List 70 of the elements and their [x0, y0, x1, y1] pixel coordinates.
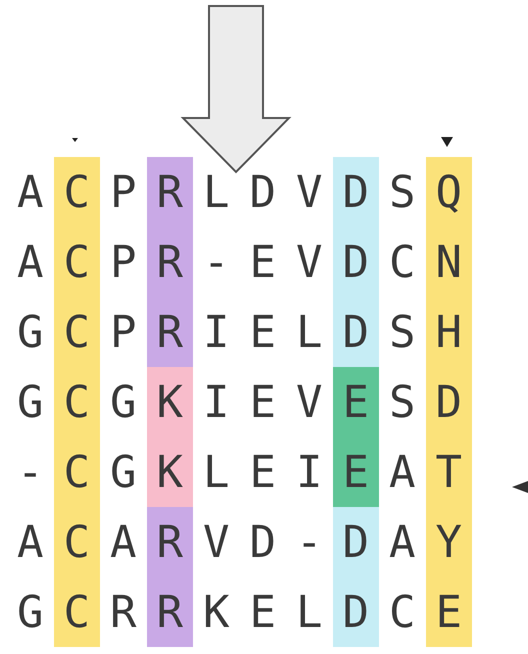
residue-letter: I [202, 306, 230, 360]
residue-letter: - [295, 516, 324, 570]
residue-letter: C [54, 227, 100, 297]
residue-letter: D [332, 157, 379, 227]
residue-letter: E [248, 306, 277, 360]
residue-letter: V [295, 236, 324, 290]
residue-letter: A [388, 446, 416, 500]
residue-letter: A [16, 516, 44, 570]
residue-letter: R [109, 586, 138, 640]
residue-letter: E [248, 376, 277, 430]
residue-letter: D [248, 166, 277, 220]
residue-letter: Y [426, 507, 472, 577]
residue-letter: N [426, 227, 472, 297]
residue-letter: A [16, 166, 44, 220]
residue-letter: V [202, 516, 230, 570]
residue-letter: H [426, 297, 472, 367]
residue-letter: A [109, 516, 138, 570]
residue-letter: K [146, 367, 193, 437]
residue-letter: C [54, 367, 100, 437]
residue-letter: V [295, 166, 324, 220]
residue-letter: G [16, 376, 44, 430]
residue-letter: C [388, 586, 416, 640]
residue-letter: E [248, 586, 277, 640]
residue-letter: C [54, 577, 100, 647]
residue-letter: R [146, 157, 193, 227]
residue-letter: C [54, 297, 100, 367]
residue-letter: - [202, 236, 230, 290]
residue-letter: P [109, 236, 138, 290]
residue-letter: C [54, 507, 100, 577]
residue-letter: L [295, 306, 324, 360]
residue-letter: S [388, 306, 416, 360]
residue-letter: K [202, 586, 230, 640]
residue-letter: G [109, 446, 138, 500]
residue-letter: V [295, 376, 324, 430]
residue-letter: D [332, 577, 379, 647]
residue-letter: S [388, 166, 416, 220]
residue-letter: E [248, 446, 277, 500]
residue-letter: S [388, 376, 416, 430]
residue-letter: I [295, 446, 324, 500]
residue-letter: E [332, 367, 379, 437]
residue-letter: R [146, 227, 193, 297]
residue-letter: R [146, 297, 193, 367]
residue-letter: Q [426, 157, 472, 227]
residue-letter: C [54, 157, 100, 227]
residue-letter: R [146, 507, 193, 577]
residue-letter: D [426, 367, 472, 437]
residue-letter: T [426, 437, 472, 507]
residue-letter: K [146, 437, 193, 507]
residue-letter: L [202, 166, 230, 220]
residue-letter: P [109, 306, 138, 360]
residue-letter: E [426, 577, 472, 647]
residue-letter: C [388, 236, 416, 290]
residue-letter: D [332, 507, 379, 577]
residue-letter: L [202, 446, 230, 500]
residue-letter: E [332, 437, 379, 507]
residue-letter: D [248, 516, 277, 570]
residue-letter: A [16, 236, 44, 290]
residue-letter: R [146, 577, 193, 647]
residue-letter: I [202, 376, 230, 430]
residue-letter: D [332, 297, 379, 367]
residue-letter: G [109, 376, 138, 430]
residue-letter: E [248, 236, 277, 290]
residue-letter: P [109, 166, 138, 220]
residue-letter: L [295, 586, 324, 640]
residue-letter: D [332, 227, 379, 297]
residue-letter: G [16, 306, 44, 360]
residue-letter: - [16, 446, 44, 500]
residue-letter: C [54, 437, 100, 507]
residue-letter: A [388, 516, 416, 570]
residue-letter: G [16, 586, 44, 640]
